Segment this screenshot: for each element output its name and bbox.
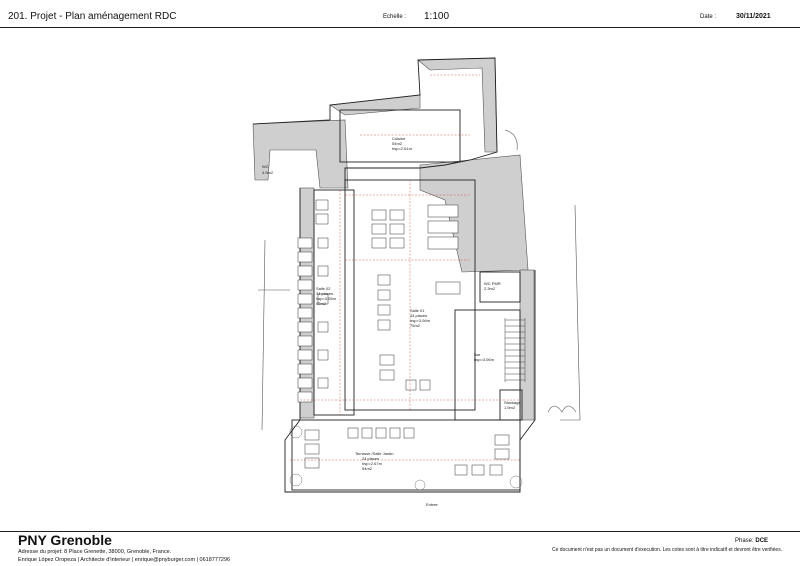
- room-wc-pmr-area: 2.3m2: [484, 286, 496, 291]
- seating-terrasse: [304, 427, 510, 476]
- room-bar: Bar: [474, 352, 481, 357]
- cuisine-bounds: [339, 109, 461, 163]
- room-terrasse-area: 54m2: [362, 466, 373, 471]
- neighbor-zone: [419, 154, 529, 273]
- seating-left-column: [297, 199, 329, 403]
- date-label: Date :: [700, 14, 717, 20]
- date-value: 30/11/2021: [736, 13, 771, 20]
- room-salle01-height: hsp=3.06m: [410, 318, 431, 323]
- room-wc-area: 4.5m2: [262, 170, 274, 175]
- kitchen-wall: [329, 94, 421, 116]
- room-salle02-places: 34 places: [316, 291, 333, 296]
- floor-plan: WC 4.5m2 Cuisine 54m2 hsp=2.61m Salle 02…: [252, 57, 581, 507]
- outline-south: [284, 188, 536, 493]
- room-salle02-height: hsp=3.05m: [316, 296, 337, 301]
- project-name: PNY Grenoble: [18, 532, 112, 548]
- wc-wall: [252, 119, 349, 189]
- terrace-planters: [289, 425, 523, 491]
- scale-value: 1:100: [424, 11, 450, 22]
- outline-north: [252, 57, 498, 188]
- room-terrasse-height: hsp=2.67m: [362, 461, 383, 466]
- project-address: Adresse du projet: 8 Place Grenette, 380…: [18, 549, 172, 555]
- project-architect: Enrique López Oropeza | Architecte d'int…: [18, 557, 231, 563]
- header-divider: [0, 27, 800, 28]
- room-cuisine-height: hsp=2.61m: [392, 146, 413, 151]
- scale-label: Echelle :: [383, 14, 407, 20]
- seating-salle01: [371, 204, 461, 391]
- salle02-bounds: [313, 189, 355, 416]
- room-entree: Entree: [426, 502, 439, 507]
- footer-divider: [0, 531, 800, 532]
- room-wc-pmr: WC PMR: [484, 281, 501, 286]
- room-cuisine: Cuisine: [392, 136, 406, 141]
- room-salle02-area: 52m2: [316, 301, 327, 306]
- room-salle01: Salle 01: [410, 308, 425, 313]
- phase-label: Phase:: [735, 538, 754, 544]
- room-wc: WC: [262, 164, 269, 169]
- room-labels: WC 4.5m2 Cuisine 54m2 hsp=2.61m Salle 02…: [262, 136, 521, 507]
- room-stockage-area: 1.5m2: [504, 405, 516, 410]
- room-salle01-places: 44 places: [410, 313, 427, 318]
- drawing-title: 201. Projet - Plan aménagement RDC: [8, 11, 177, 22]
- phase: Phase: DCE: [735, 538, 768, 544]
- staircase: [504, 318, 526, 382]
- phase-value: DCE: [755, 538, 769, 544]
- room-terrasse-places: 24 places: [362, 456, 379, 461]
- dimension-lines: [290, 74, 520, 461]
- room-terrasse: Terrasse /Salle Jardin: [355, 451, 393, 456]
- room-cuisine-area: 54m2: [392, 141, 403, 146]
- adjacent-buildings: [258, 129, 581, 431]
- title-block-header: 201. Projet - Plan aménagement RDC Echel…: [0, 0, 800, 28]
- room-stockage: Stockage: [504, 400, 521, 405]
- room-salle01-area: 75m2: [410, 323, 421, 328]
- terrasse-bounds: [291, 419, 521, 491]
- storage-wall: [417, 57, 498, 153]
- disclaimer: Ce document n'est pas un document d'exec…: [552, 547, 783, 553]
- plan-outline: [252, 57, 536, 493]
- wc-pmr-bounds: [479, 271, 521, 303]
- room-salle02: Salle 02: [316, 286, 331, 291]
- room-bar-height: hsp=3.06m: [474, 357, 495, 362]
